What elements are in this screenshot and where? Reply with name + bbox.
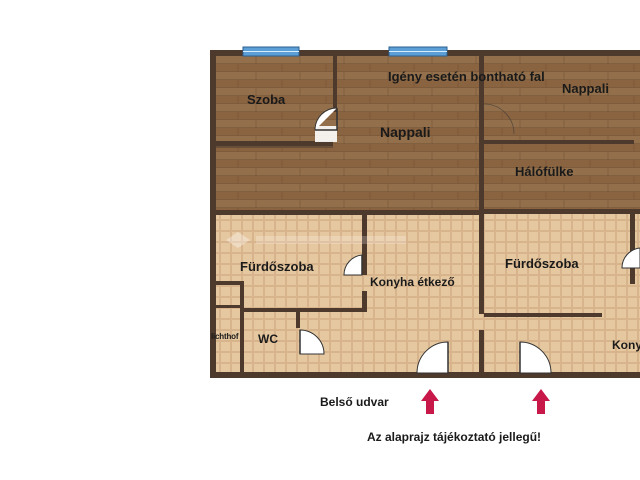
- room-label-konyha-partial: Kony: [612, 338, 640, 352]
- door-wc: [299, 329, 325, 355]
- room-label-nappali-right: Nappali: [562, 81, 609, 96]
- wood-floor: [215, 52, 640, 213]
- door-furdo-right: [621, 247, 640, 269]
- room-label-konyha: Konyha étkező: [370, 275, 455, 289]
- room-label-halofulke: Hálófülke: [515, 164, 574, 179]
- wall-note: Igény esetén bontható fal: [388, 69, 545, 84]
- door-furdo-left: [343, 254, 363, 276]
- entry-arrow-left: [421, 389, 439, 414]
- disclaimer-text: Az alaprajz tájékoztató jellegű!: [367, 430, 542, 444]
- room-label-szoba: Szoba: [247, 92, 286, 107]
- interior-walls: [216, 56, 640, 374]
- door-entry-right: [519, 341, 552, 374]
- room-label-furdoszoba-right: Fürdőszoba: [505, 256, 579, 271]
- tile-floor: [215, 213, 640, 375]
- door-entry-left: [416, 341, 449, 374]
- entry-arrow-right: [532, 389, 550, 414]
- door-halo: [483, 103, 515, 135]
- windows: [242, 46, 448, 57]
- room-label-furdoszoba-left: Fürdőszoba: [240, 259, 314, 274]
- room-label-wc: WC: [258, 332, 278, 346]
- inner-courtyard-label: Belső udvar: [320, 395, 389, 409]
- watermark: [226, 232, 406, 248]
- room-label-lichthof: lichthof: [211, 332, 239, 341]
- room-label-nappali-left: Nappali: [380, 124, 431, 140]
- door-szoba: [314, 107, 338, 142]
